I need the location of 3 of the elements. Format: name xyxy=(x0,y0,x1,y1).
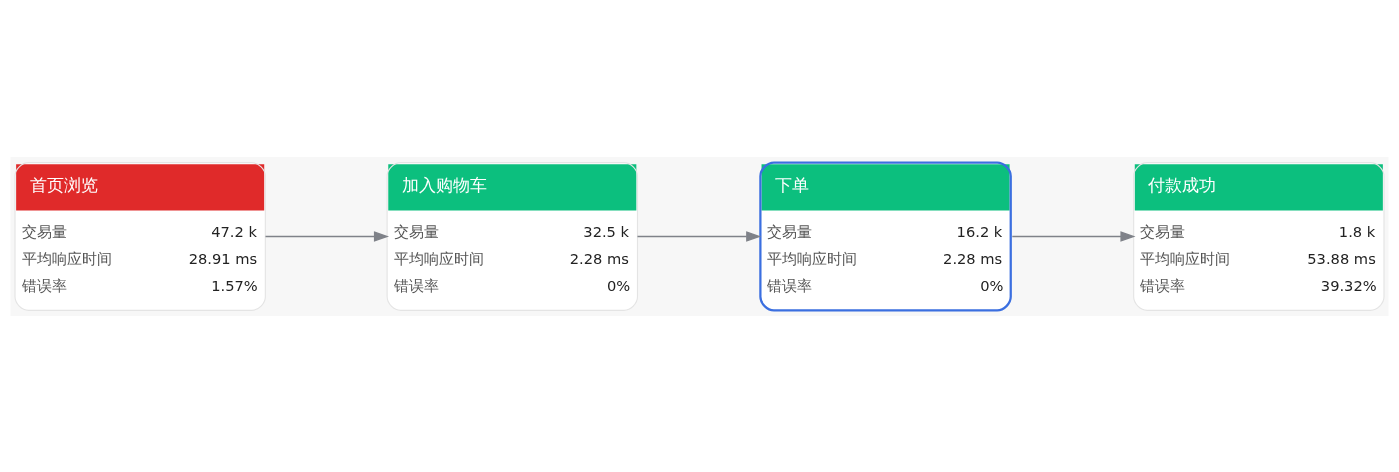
arrow xyxy=(636,230,762,242)
arrow xyxy=(1011,230,1136,242)
arrow xyxy=(264,230,390,242)
